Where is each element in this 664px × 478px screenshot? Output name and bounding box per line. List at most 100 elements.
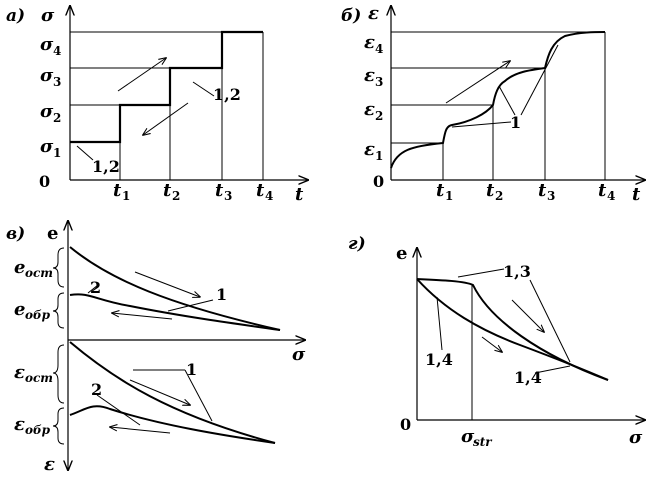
panel-a-y-tick-3: σ 3 <box>40 65 61 89</box>
panel-a-note-lower: 1,2 <box>92 157 120 176</box>
panel-v-y-axis-top-label: e <box>47 223 58 244</box>
panel-v-bracket-label-e-ost: e ост <box>14 257 53 280</box>
svg-text:2: 2 <box>495 189 503 203</box>
panel-a-x-tick-4: t 4 <box>256 180 273 203</box>
panel-g-label-1-4-left-leader <box>436 296 443 351</box>
panel-v-eps-curve-2 <box>69 405 276 444</box>
svg-text:ост: ост <box>25 266 53 280</box>
svg-text:σ: σ <box>40 34 54 55</box>
panel-g-label: г) <box>348 234 366 254</box>
panel-a-label: а) <box>6 6 25 26</box>
panel-a-x-tick-1: t 1 <box>113 180 130 203</box>
panel-v-bracket-label-eps-obr: ε обр <box>14 414 51 437</box>
panel-v-arrow-right-top <box>134 271 200 297</box>
svg-text:4: 4 <box>607 189 615 203</box>
panel-b-note-leaders <box>451 44 559 128</box>
svg-text:ε: ε <box>364 65 375 86</box>
svg-text:t: t <box>598 180 607 201</box>
panel-v-label-2-bottom-leader <box>96 394 141 426</box>
panel-a-x-tick-2: t 2 <box>163 180 180 203</box>
svg-text:2: 2 <box>172 189 180 203</box>
svg-text:обр: обр <box>25 423 51 437</box>
panel-v-e-curve-2 <box>69 293 281 331</box>
panel-v-arrow-left-bottom <box>110 427 171 434</box>
panel-a-arrow-up <box>117 58 166 92</box>
panel-b-strain-curve <box>390 31 606 169</box>
svg-text:ε: ε <box>364 32 375 53</box>
svg-text:ε: ε <box>14 414 25 435</box>
panel-v-label-1-bottom-leader-b <box>184 369 213 422</box>
panel-v-e-curve-1 <box>69 246 281 331</box>
panel-g-curve-label-1-3: 1,3 <box>503 262 531 281</box>
panel-g: г) e σ 0 1,3 1,4 1,4 σ str <box>348 234 645 449</box>
panel-b-note: 1 <box>510 113 521 132</box>
svg-text:1: 1 <box>445 189 453 203</box>
panel-b-y-tick-2: ε 2 <box>364 99 383 123</box>
panel-a-note-upper-leader <box>192 81 215 97</box>
panel-b-y-axis-label: ε <box>368 3 379 24</box>
panel-g-curve-1-4 <box>416 278 609 381</box>
svg-text:ε: ε <box>364 139 375 160</box>
svg-text:σ: σ <box>40 101 54 122</box>
panel-a-x-axis-label: t <box>295 184 304 205</box>
panel-b-arrow <box>445 61 510 104</box>
panel-v-label: в) <box>6 224 25 244</box>
svg-text:t: t <box>256 180 265 201</box>
panel-v-bracket-e-ost <box>52 247 65 288</box>
svg-text:σ: σ <box>40 136 54 157</box>
panel-b: б) ε t 0 1 ε 4 ε <box>341 3 645 205</box>
svg-text:3: 3 <box>547 189 555 203</box>
panel-a-stress-staircase <box>70 30 263 144</box>
panel-a-note-upper: 1,2 <box>213 85 241 104</box>
panel-a-y-tick-4: σ 4 <box>40 34 61 58</box>
svg-text:t: t <box>163 180 172 201</box>
svg-text:σ: σ <box>461 426 475 447</box>
panel-g-arrow-1-4 <box>481 336 502 352</box>
panel-b-x-tick-2: t 2 <box>486 180 503 203</box>
panel-b-y-tick-3: ε 3 <box>364 65 383 89</box>
svg-text:4: 4 <box>53 44 61 58</box>
panel-v-arrow-right-bottom <box>129 379 190 405</box>
panel-b-guides <box>391 31 606 180</box>
svg-text:str: str <box>473 435 493 449</box>
panel-v-curve-label-1-bottom: 1 <box>186 360 197 379</box>
panel-v-label-1-top-leader <box>167 299 214 312</box>
svg-text:обр: обр <box>25 308 51 322</box>
panel-v-curve-label-1-top: 1 <box>216 285 227 304</box>
svg-text:t: t <box>215 180 224 201</box>
panel-a-y-axis-label: σ <box>41 5 55 26</box>
svg-text:1: 1 <box>122 189 130 203</box>
panel-v-curve-label-2-bottom: 2 <box>91 380 102 399</box>
panel-v-label-2-top-leader <box>87 284 99 294</box>
panel-g-y-axis-label: e <box>396 243 407 264</box>
svg-text:3: 3 <box>375 75 383 89</box>
panel-g-label-1-3-leaders <box>457 268 571 363</box>
svg-text:1: 1 <box>375 149 383 163</box>
svg-text:e: e <box>14 257 25 278</box>
panel-a-x-tick-3: t 3 <box>215 180 232 203</box>
panel-a: а) σ t 0 σ 4 σ 3 <box>6 5 308 205</box>
svg-text:ост: ост <box>25 371 53 385</box>
panel-a-origin: 0 <box>39 172 50 191</box>
svg-text:e: e <box>14 299 25 320</box>
panel-v-x-axis-label: σ <box>292 344 306 365</box>
svg-text:3: 3 <box>53 75 61 89</box>
panel-g-origin: 0 <box>400 415 411 434</box>
svg-text:2: 2 <box>375 109 383 123</box>
svg-text:t: t <box>538 180 547 201</box>
svg-text:2: 2 <box>53 111 61 125</box>
panel-b-x-tick-3: t 3 <box>538 180 555 203</box>
panel-b-origin: 0 <box>373 172 384 191</box>
svg-text:ε: ε <box>364 99 375 120</box>
svg-text:t: t <box>113 180 122 201</box>
panel-a-note-lower-leader <box>76 145 94 161</box>
panel-b-y-tick-1: ε 1 <box>364 139 383 163</box>
panel-g-label-1-4-right-leader <box>534 365 571 374</box>
panel-v: в) e ε σ 1 2 1 2 e <box>6 221 306 475</box>
svg-text:3: 3 <box>224 189 232 203</box>
svg-text:t: t <box>436 180 445 201</box>
panel-v-bracket-e-obr <box>52 292 65 329</box>
panel-b-x-tick-1: t 1 <box>436 180 453 203</box>
svg-text:4: 4 <box>375 42 383 56</box>
